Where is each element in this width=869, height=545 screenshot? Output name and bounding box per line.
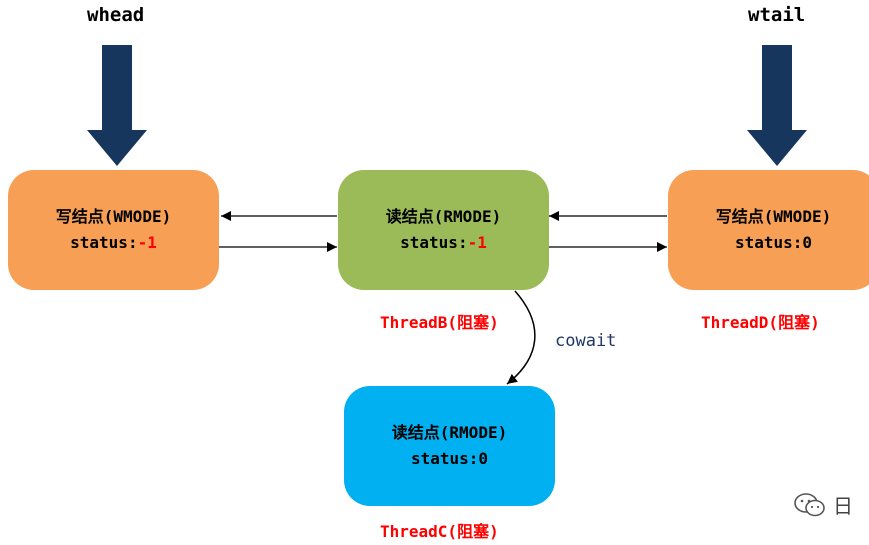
whead-label: whead xyxy=(87,4,145,26)
status-value: -1 xyxy=(467,233,487,252)
wechat-icon xyxy=(794,492,825,516)
wtail-arrow xyxy=(747,45,807,166)
wtail-label: wtail xyxy=(748,4,806,26)
status-label: status: xyxy=(734,233,803,252)
thread-c-label: ThreadC(阻塞) xyxy=(380,522,499,541)
read-node-2: 读结点(RMODE) status:0 xyxy=(344,386,555,506)
watermark: 日 xyxy=(793,490,853,519)
status-label: status: xyxy=(70,233,138,252)
status-label: status: xyxy=(400,233,468,252)
node-status: status:0 xyxy=(411,448,488,470)
whead-arrow xyxy=(87,45,147,166)
write-node-2: 写结点(WMODE) status:0 xyxy=(668,170,869,290)
node-status: status:0 xyxy=(735,232,812,254)
thread-d-label: ThreadD(阻塞) xyxy=(701,313,820,332)
node-status: status:-1 xyxy=(400,232,487,254)
node-title: 写结点(WMODE) xyxy=(55,207,172,226)
watermark-text: 日 xyxy=(833,494,853,518)
write-node-1: 写结点(WMODE) status:-1 xyxy=(8,170,219,290)
node-status: status:-1 xyxy=(70,232,157,254)
status-value: 0 xyxy=(802,233,813,252)
node-title: 读结点(RMODE) xyxy=(391,423,508,442)
status-value: -1 xyxy=(137,233,157,252)
status-value: 0 xyxy=(478,449,489,468)
node-title: 写结点(WMODE) xyxy=(715,207,832,226)
status-label: status: xyxy=(410,449,479,468)
thread-b-label: ThreadB(阻塞) xyxy=(380,313,499,332)
cowait-label: cowait xyxy=(555,331,617,351)
node-title: 读结点(RMODE) xyxy=(385,207,502,226)
cowait-arrow xyxy=(506,290,536,385)
read-node-1: 读结点(RMODE) status:-1 xyxy=(338,170,549,290)
